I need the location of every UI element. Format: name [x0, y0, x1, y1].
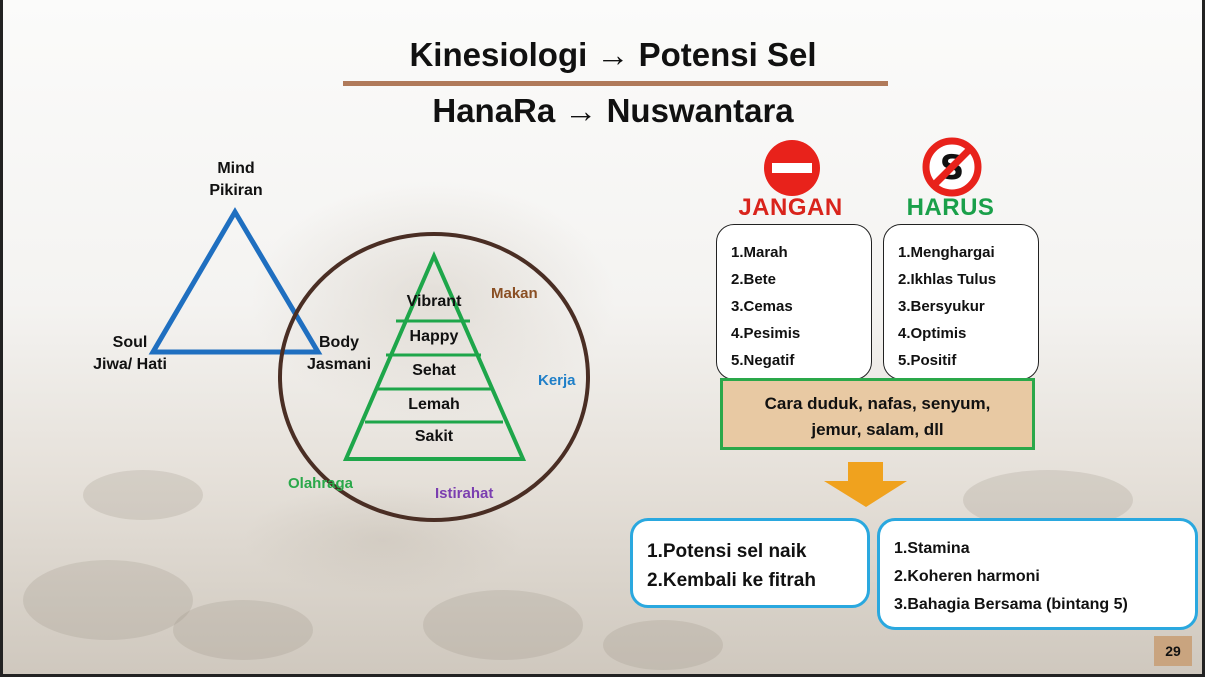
page-number: 29: [1154, 636, 1192, 666]
title-line-1: Kinesiologi → Potensi Sel: [409, 36, 817, 73]
pyramid-tier-vibrant: Vibrant: [406, 293, 462, 310]
pebble-shape: [423, 590, 583, 660]
jangan-item: 1.Marah: [731, 244, 788, 261]
lifestyle-circle: [278, 232, 590, 522]
title-divider: [343, 81, 888, 86]
harus-item: 4.Optimis: [898, 325, 967, 342]
down-arrow: [824, 462, 907, 507]
pyramid-tier-sakit: Sakit: [414, 428, 454, 445]
label-makan: Makan: [491, 285, 538, 302]
title-line-2: HanaRa → Nuswantara: [432, 92, 794, 129]
label-olahraga: Olahraga: [288, 475, 354, 492]
pebble-shape: [83, 470, 203, 520]
harus-item: 5.Positif: [898, 352, 957, 369]
pyramid-tier-sehat: Sehat: [412, 362, 456, 379]
result-right-item: 2.Koheren harmoni: [894, 568, 1040, 585]
harus-item: 1.Menghargai: [898, 244, 995, 261]
harus-list-box: 1.Menghargai 2.Ikhlas Tulus 3.Bersyukur …: [883, 224, 1039, 380]
action-line-1: Cara duduk, nafas, senyum,: [764, 394, 991, 413]
jangan-item: 4.Pesimis: [731, 325, 801, 342]
jangan-item: 3.Cemas: [731, 298, 793, 315]
result-right-box: 1.Stamina 2.Koheren harmoni 3.Bahagia Be…: [877, 518, 1198, 630]
result-left-box: 1.Potensi sel naik 2.Kembali ke fitrah: [630, 518, 870, 608]
action-box: Cara duduk, nafas, senyum, jemur, salam,…: [720, 378, 1035, 450]
harus-title: HARUS: [906, 194, 995, 221]
diagram-svg: [148, 207, 907, 522]
pyramid-tier-happy: Happy: [409, 328, 459, 345]
result-left-item: 1.Potensi sel naik: [647, 541, 807, 562]
no-s-icon: S: [922, 137, 982, 197]
jangan-title: JANGAN: [738, 194, 843, 221]
jangan-item: 2.Bete: [731, 271, 777, 288]
harus-item: 3.Bersyukur: [898, 298, 985, 315]
label-kerja: Kerja: [538, 372, 576, 389]
jangan-list-box: 1.Marah 2.Bete 3.Cemas 4.Pesimis 5.Negat…: [716, 224, 872, 380]
label-istirahat: Istirahat: [435, 485, 494, 502]
result-right-item: 3.Bahagia Bersama (bintang 5): [894, 596, 1128, 613]
result-right-item: 1.Stamina: [894, 540, 970, 557]
no-entry-icon: [764, 140, 820, 196]
jangan-item: 5.Negatif: [731, 352, 795, 369]
mind-body-soul-triangle: [148, 207, 323, 355]
harus-item: 2.Ikhlas Tulus: [898, 271, 997, 288]
pebble-shape: [173, 600, 313, 660]
health-pyramid: [342, 250, 527, 461]
pebble-shape: [23, 560, 193, 640]
pebble-shape: [603, 620, 723, 670]
result-left-item: 2.Kembali ke fitrah: [647, 570, 816, 591]
action-line-2: jemur, salam, dll: [811, 420, 944, 439]
pyramid-tier-lemah: Lemah: [408, 396, 460, 413]
